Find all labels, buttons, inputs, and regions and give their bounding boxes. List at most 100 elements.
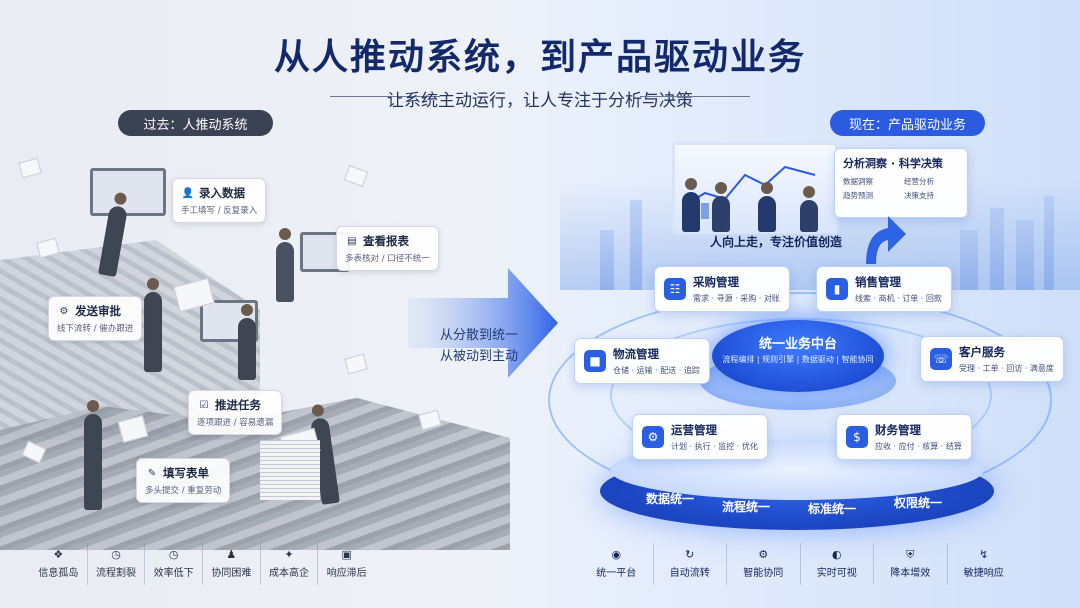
benefit-label: 自动流转 <box>669 568 710 579</box>
flying-paper <box>18 157 42 179</box>
card-push-task: ☑ 推进任务 逐项跟进 / 容易遗漏 <box>188 390 283 435</box>
hub-subtitle: 流程编排 | 规则引擎 | 数据驱动 | 智能协同 <box>722 355 874 364</box>
card-title: 发送审批 <box>75 304 121 318</box>
problem-label: 协同困难 <box>211 568 252 579</box>
benefit-item: ◉统一平台 <box>580 543 654 585</box>
up-arrow-icon <box>866 216 906 264</box>
unify-label: 数据统一 <box>646 492 695 506</box>
building-illustration <box>1044 196 1054 290</box>
analyst-figure <box>800 186 818 232</box>
card-enter-data: 👤 录入数据 手工填写 / 反复录入 <box>172 178 267 223</box>
transition-line-1: 从分散到统一 <box>440 328 519 343</box>
card-sub: 手工填写 / 反复录入 <box>181 206 258 216</box>
card-sub: 多头提交 / 重复劳动 <box>145 486 222 496</box>
card-sub: 线下流转 / 催办跟进 <box>57 324 134 334</box>
worker-figure <box>238 304 256 380</box>
module-sub: 需求 · 寻源 · 采购 · 对账 <box>693 294 780 303</box>
page-title: 从人推动系统，到产品驱动业务 <box>273 36 806 78</box>
benefit-label: 智能协同 <box>743 568 784 579</box>
module-purchase[interactable]: ☷ 采购管理 需求 · 寻源 · 采购 · 对账 <box>654 266 790 312</box>
page-subtitle: 让系统主动运行，让人专注于分析与决策 <box>387 91 693 111</box>
card-title: 录入数据 <box>199 186 245 200</box>
module-logistics[interactable]: ■ 物流管理 仓储 · 运输 · 配送 · 追踪 <box>574 338 710 384</box>
worker-figure <box>84 400 102 510</box>
card-sub: 逐项跟进 / 容易遗漏 <box>197 418 274 428</box>
flying-paper <box>343 165 369 187</box>
problem-item: ▣响应滞后 <box>318 543 375 585</box>
unify-label: 流程统一 <box>722 500 771 514</box>
worker-figure <box>144 278 162 372</box>
module-title: 采购管理 <box>693 275 739 289</box>
problem-item: ❖ 信息孤岛 <box>30 543 88 585</box>
transition-arrow-icon <box>408 268 558 378</box>
module-customer-service[interactable]: ☏ 客户服务 受理 · 工单 · 回访 · 满意度 <box>920 336 1064 382</box>
card-title: 查看报表 <box>363 234 409 248</box>
module-sub: 计划 · 执行 · 监控 · 优化 <box>671 442 758 451</box>
benefit-item: ↯敏捷响应 <box>948 543 1021 585</box>
benefit-label: 敏捷响应 <box>963 568 1004 579</box>
analyst-figure <box>682 178 700 232</box>
benefit-label: 降本增效 <box>890 568 931 579</box>
hub-disc <box>712 320 884 392</box>
bar-chart-icon: ▮ <box>826 278 848 300</box>
benefit-item: ◐实时可视 <box>801 543 874 585</box>
building-illustration <box>990 208 1004 290</box>
building-illustration <box>1016 220 1034 290</box>
card-view-report: ▤ 查看报表 多表核对 / 口径不统一 <box>336 226 439 271</box>
card-title: 推进任务 <box>215 398 261 412</box>
cart-icon: ☷ <box>664 278 686 300</box>
flying-paper <box>344 353 368 375</box>
gauge-icon: ◐ <box>831 548 842 561</box>
problem-item: ◷流程割裂 <box>88 543 146 585</box>
insight-title: 分析洞察 · 科学决策 <box>843 157 943 170</box>
hub-title: 统一业务中台 <box>758 337 837 352</box>
module-operations[interactable]: ⚙ 运营管理 计划 · 执行 · 监控 · 优化 <box>632 414 768 460</box>
transition-line-2: 从被动到主动 <box>440 349 519 364</box>
user-icon: 👤 <box>181 187 195 199</box>
subtitle-divider-left <box>330 96 440 97</box>
clipboard-icon: ▤ <box>347 235 357 247</box>
form-icon: ✎ <box>147 467 157 479</box>
insight-card: 分析洞察 · 科学决策 数据洞察 经营分析 趋势预测 决策支持 <box>834 148 968 218</box>
shield-icon: ⛨ <box>906 548 915 561</box>
benefit-label: 统一平台 <box>596 568 637 579</box>
team-icon: ♟ <box>226 548 237 561</box>
gear-icon: ⚙ <box>758 548 769 561</box>
module-sales[interactable]: ▮ 销售管理 线索 · 商机 · 订单 · 回款 <box>816 266 952 312</box>
past-problems-bar: ❖ 信息孤岛 ◷流程割裂 ◷ 效率低下 ♟ 协同困难 ✦ 成本高企 ▣响应滞后 <box>30 543 375 585</box>
module-title: 物流管理 <box>613 347 659 361</box>
transition-text: 从分散到统一 从被动到主动 <box>440 325 518 367</box>
analyst-figure <box>758 182 776 232</box>
card-send-approval: ⚙发送审批 线下流转 / 催办跟进 <box>48 296 143 341</box>
card-fill-form: ✎ 填写表单 多头提交 / 重复劳动 <box>136 458 231 503</box>
dollar-shield-icon: $ <box>846 426 868 448</box>
module-finance[interactable]: $ 财务管理 应收 · 应付 · 核算 · 结算 <box>836 414 972 460</box>
benefit-item: ⛨ 降本增效 <box>874 543 948 585</box>
module-sub: 受理 · 工单 · 回访 · 满意度 <box>959 364 1054 373</box>
problem-label: 成本高企 <box>269 568 310 579</box>
subtitle-divider-right <box>640 96 750 97</box>
module-title: 财务管理 <box>875 423 921 437</box>
problem-label: 效率低下 <box>153 568 194 579</box>
card-sub: 多表核对 / 口径不统一 <box>345 254 430 264</box>
up-caption: 人向上走，专注价值创造 <box>710 235 843 249</box>
insight-item: 经营分析 <box>904 177 934 186</box>
benefit-item: ⚙ 智能协同 <box>727 543 801 585</box>
module-title: 运营管理 <box>671 423 717 437</box>
insight-item: 决策支持 <box>904 191 934 200</box>
unify-label: 标准统一 <box>808 502 857 516</box>
insight-item: 趋势预测 <box>843 191 873 200</box>
building-illustration <box>960 230 978 290</box>
shield-clock-icon: ◷ <box>168 548 179 561</box>
building-illustration <box>630 200 642 290</box>
network-icon: ✦ <box>284 548 294 561</box>
checklist-icon: ☑ <box>199 399 209 411</box>
present-badge: 现在：产品驱动业务 <box>830 110 985 136</box>
module-title: 客户服务 <box>959 345 1005 359</box>
old-monitor-illustration <box>90 168 166 216</box>
problem-item: ✦ 成本高企 <box>261 543 319 585</box>
problem-label: 信息孤岛 <box>38 568 79 579</box>
island-icon: ❖ <box>53 548 64 561</box>
card-title: 填写表单 <box>163 466 209 480</box>
module-sub: 应收 · 应付 · 核算 · 结算 <box>875 442 962 451</box>
